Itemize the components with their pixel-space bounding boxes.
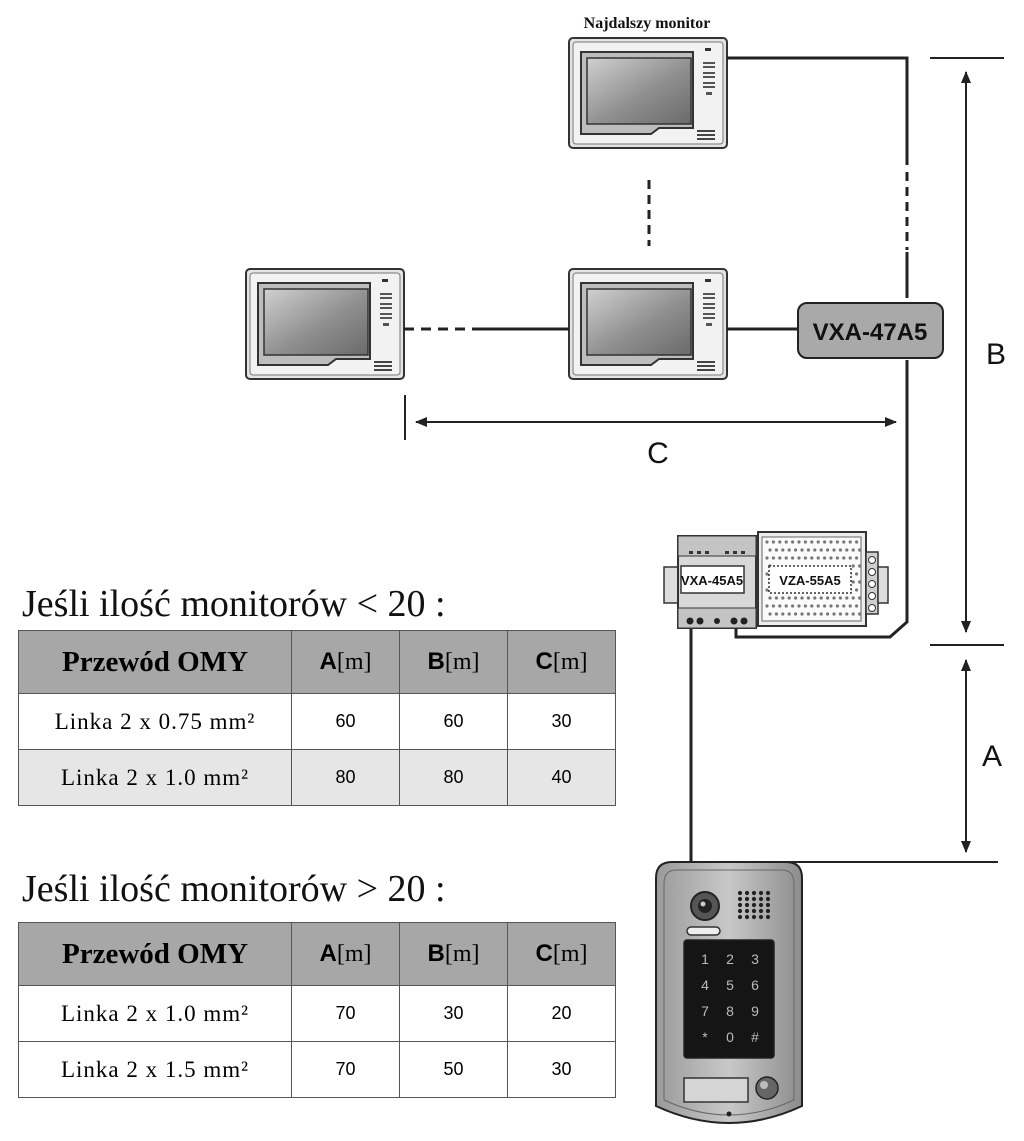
heading-over-20: Jeśli ilość monitorów > 20 : xyxy=(22,868,446,910)
keypad-key[interactable]: 4 xyxy=(701,977,709,993)
speaker-grille-icon xyxy=(737,890,771,920)
col-header-cable: Przewód OMY xyxy=(18,922,292,986)
monitor-farthest xyxy=(568,37,728,149)
monitor-left xyxy=(245,268,405,380)
col-header-a: A[m] xyxy=(291,922,400,986)
col-header-cable: Przewód OMY xyxy=(18,630,292,694)
dimension-b-label: B xyxy=(986,338,1006,371)
keypad[interactable] xyxy=(683,939,775,1059)
keypad-key[interactable]: 5 xyxy=(726,977,734,993)
dimension-c xyxy=(404,395,897,440)
keypad-key[interactable]: # xyxy=(751,1029,759,1045)
keypad-key[interactable]: 3 xyxy=(751,951,759,967)
col-header-c: C[m] xyxy=(507,630,616,694)
power-supply-label: VZA-55A5 xyxy=(779,573,840,588)
dimension-a-label: A xyxy=(982,740,1002,773)
col-header-b: B[m] xyxy=(399,630,508,694)
keypad-key[interactable]: 1 xyxy=(701,951,709,967)
keypad-key[interactable]: 7 xyxy=(701,1003,709,1019)
power-supply-module: VZA-55A5 xyxy=(757,531,889,627)
call-button[interactable] xyxy=(755,1076,779,1100)
cable-table-over-20: Przewód OMY A[m] B[m] C[m] Linka 2 x 1.0… xyxy=(18,922,616,1098)
heading-under-20: Jeśli ilość monitorów < 20 : xyxy=(22,583,446,625)
col-header-c: C[m] xyxy=(507,922,616,986)
door-station: 1 2 3 4 5 6 7 8 9 * 0 # xyxy=(655,861,803,1124)
table-row: Linka 2 x 1.0 mm² 80 80 40 xyxy=(18,749,616,806)
keypad-key[interactable]: * xyxy=(702,1029,708,1045)
table-row: Linka 2 x 0.75 mm² 60 60 30 xyxy=(18,693,616,750)
keypad-key[interactable]: 6 xyxy=(751,977,759,993)
col-header-a: A[m] xyxy=(291,630,400,694)
keypad-key[interactable]: 2 xyxy=(726,951,734,967)
col-header-b: B[m] xyxy=(399,922,508,986)
keypad-key[interactable]: 8 xyxy=(726,1003,734,1019)
dimension-a xyxy=(691,659,998,863)
name-plate xyxy=(683,1077,749,1103)
dimension-b xyxy=(930,57,1004,646)
monitor-middle xyxy=(568,268,728,380)
cable-table-under-20: Przewód OMY A[m] B[m] C[m] Linka 2 x 0.7… xyxy=(18,630,616,806)
keypad-key[interactable]: 0 xyxy=(726,1029,734,1045)
adapter-module: VXA-45A5 xyxy=(663,535,757,629)
dimension-c-label: C xyxy=(647,437,669,470)
farthest-monitor-label: Najdalszy monitor xyxy=(584,15,711,32)
distributor-box: VXA-47A5 xyxy=(797,302,944,359)
keypad-key[interactable]: 9 xyxy=(751,1003,759,1019)
table-row: Linka 2 x 1.5 mm² 70 50 30 xyxy=(18,1041,616,1098)
distributor-label: VXA-47A5 xyxy=(813,319,928,346)
table-row: Linka 2 x 1.0 mm² 70 30 20 xyxy=(18,985,616,1042)
bus-wiring xyxy=(404,56,909,862)
adapter-label: VXA-45A5 xyxy=(681,573,743,588)
